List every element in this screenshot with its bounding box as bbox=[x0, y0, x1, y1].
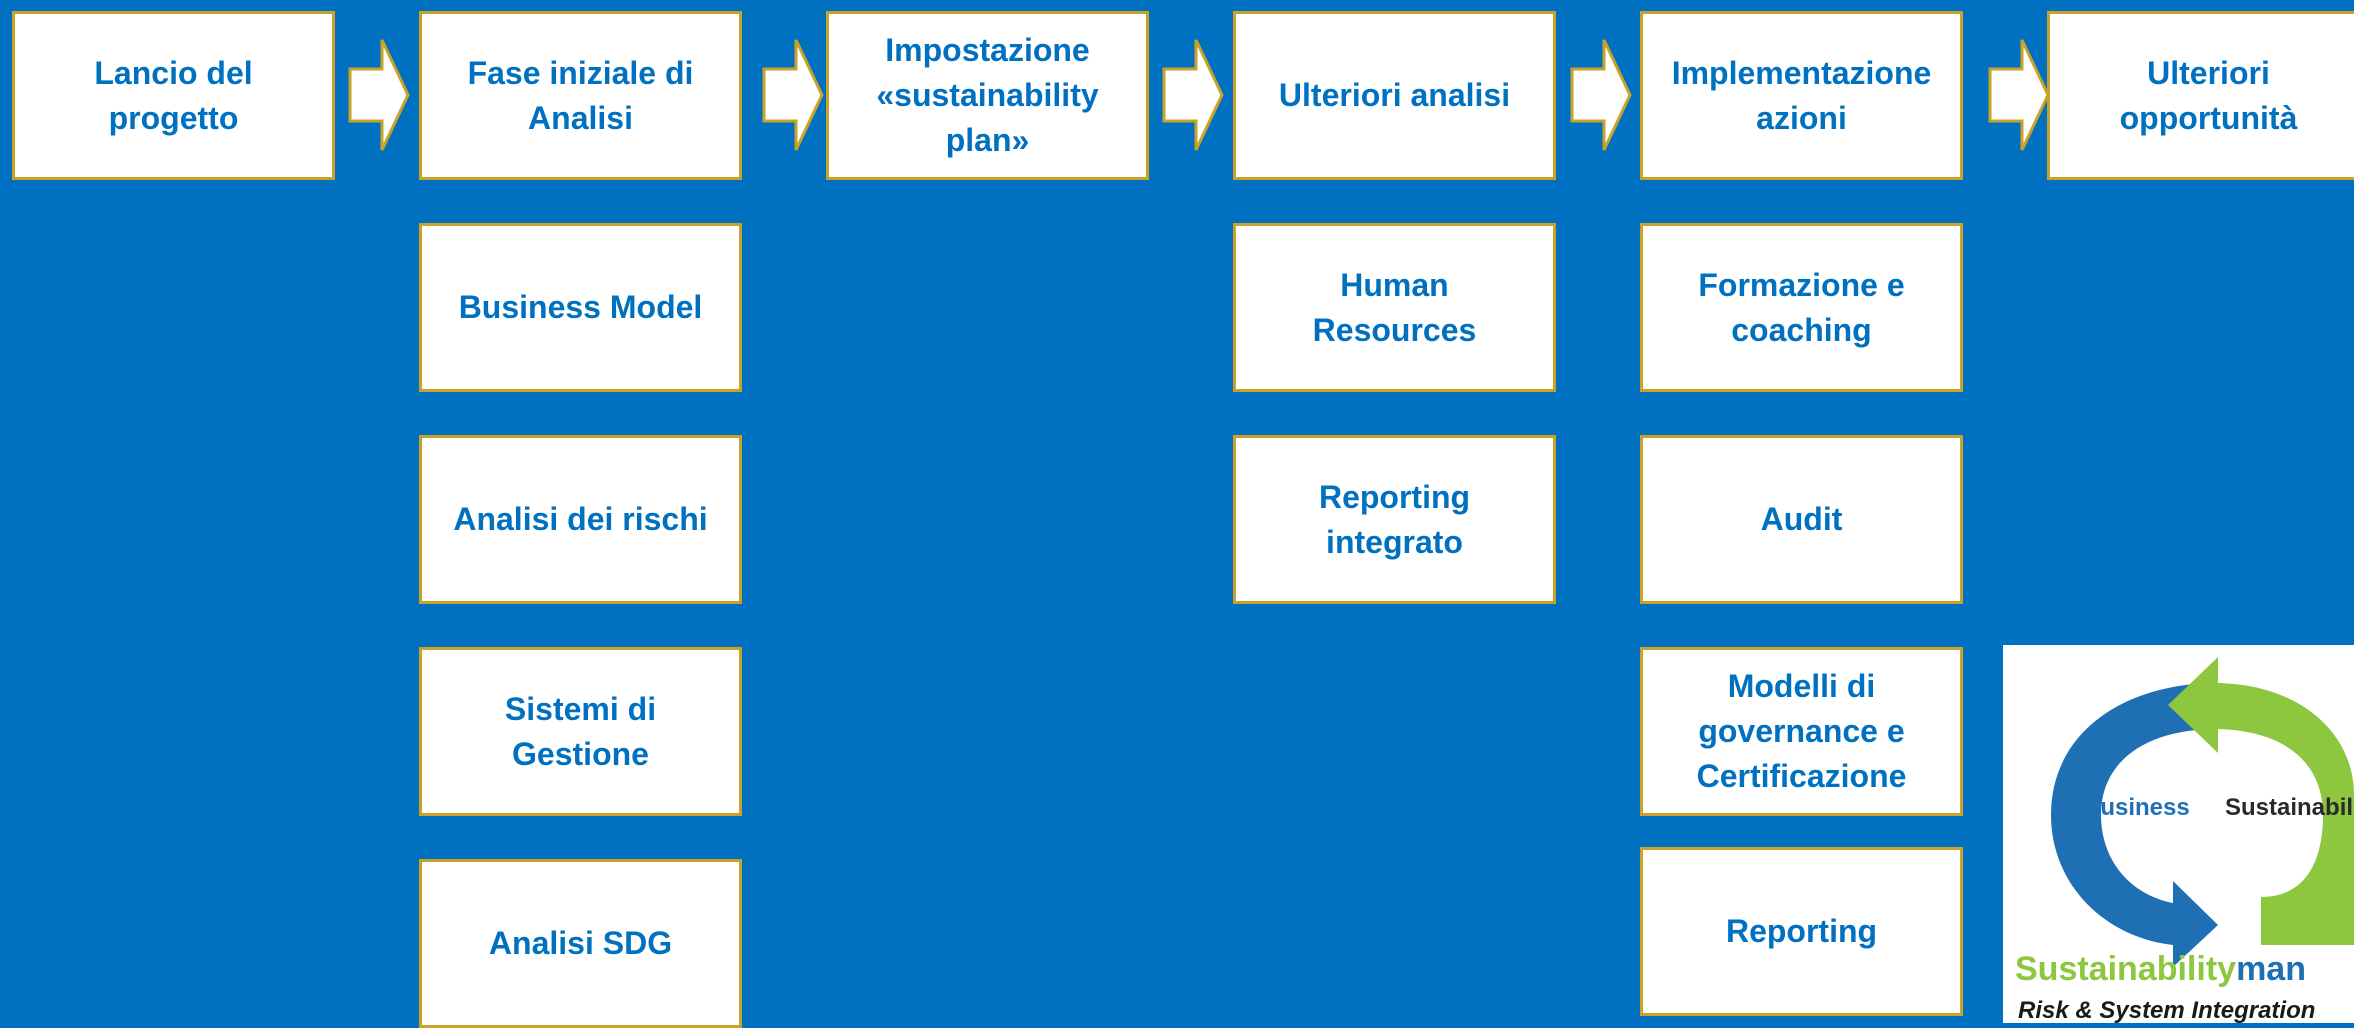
logo-sustainability-label: Sustainabil bbox=[2225, 794, 2353, 821]
step-box-further-opportunities: Ulteriori opportunità bbox=[2047, 11, 2354, 180]
substep-box-integrated-reporting: Reporting integrato bbox=[1233, 435, 1556, 604]
substep-box-governance-certification: Modelli di governance e Certificazione bbox=[1640, 647, 1963, 816]
substep-box-reporting: Reporting bbox=[1640, 847, 1963, 1016]
step-box-initial-analysis: Fase iniziale di Analisi bbox=[419, 11, 742, 180]
right-arrow-icon bbox=[762, 39, 824, 151]
substep-box-risk-analysis: Analisi dei rischi bbox=[419, 435, 742, 604]
substep-box-management-systems: Sistemi di Gestione bbox=[419, 647, 742, 816]
sustainability-cycle-logo: Business Sustainabil bbox=[2003, 645, 2354, 1023]
substep-box-business-model: Business Model bbox=[419, 223, 742, 392]
logo-tagline: Risk & System Integration bbox=[2018, 997, 2316, 1024]
right-arrow-icon bbox=[1162, 39, 1224, 151]
substep-box-training-coaching: Formazione e coaching bbox=[1640, 223, 1963, 392]
substep-box-sdg-analysis: Analisi SDG bbox=[419, 859, 742, 1028]
step-box-action-implementation: Implementazione azioni bbox=[1640, 11, 1963, 180]
right-arrow-icon bbox=[1570, 39, 1632, 151]
substep-box-audit: Audit bbox=[1640, 435, 1963, 604]
right-arrow-icon bbox=[348, 39, 410, 151]
step-box-project-launch: Lancio del progetto bbox=[12, 11, 335, 180]
right-arrow-icon bbox=[1988, 39, 2050, 151]
step-box-sustainability-plan: Impostazione «sustainability plan» bbox=[826, 11, 1149, 180]
substep-box-human-resources: Human Resources bbox=[1233, 223, 1556, 392]
logo-brand-name: Sustainabilityman bbox=[2015, 950, 2306, 988]
step-box-further-analysis: Ulteriori analisi bbox=[1233, 11, 1556, 180]
logo-business-label: Business bbox=[2083, 794, 2190, 821]
